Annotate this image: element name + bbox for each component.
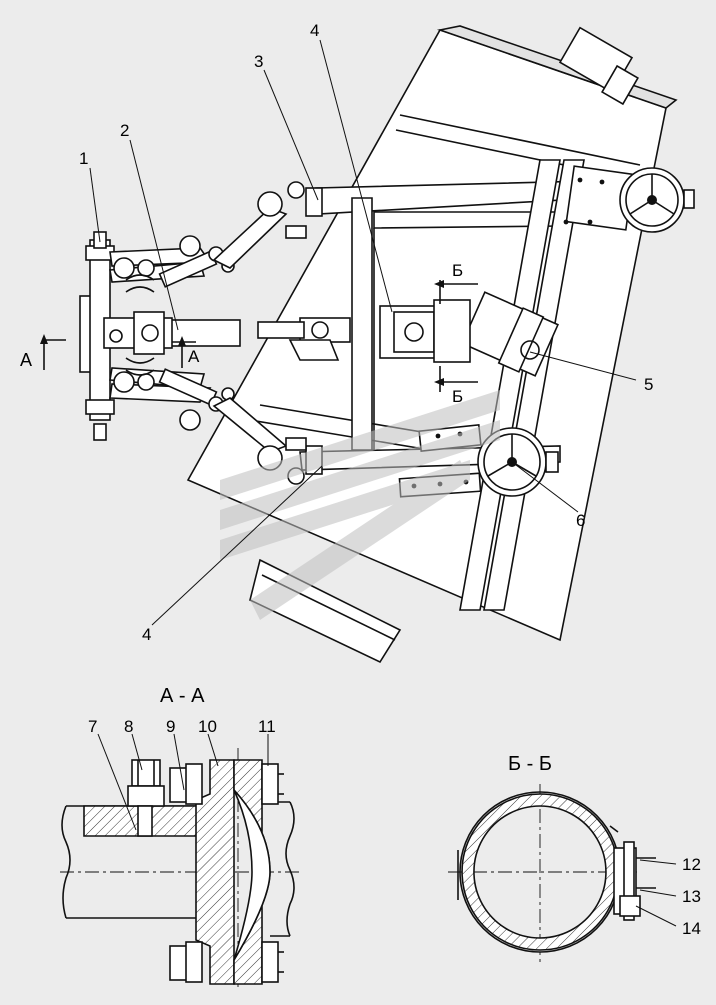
section-aa-title: А - А bbox=[160, 685, 205, 707]
callout-13: 13 bbox=[682, 887, 701, 906]
callout-9: 9 bbox=[166, 717, 175, 736]
section-a-right-mark: А bbox=[188, 347, 200, 366]
callout-12: 12 bbox=[682, 855, 701, 874]
callout-3: 3 bbox=[254, 52, 263, 71]
callout-6: 6 bbox=[576, 511, 585, 530]
callout-7: 7 bbox=[88, 717, 97, 736]
callout-14: 14 bbox=[682, 919, 701, 938]
callout-4-bottom: 4 bbox=[142, 625, 151, 644]
handwheel-upper bbox=[619, 167, 695, 233]
section-bb: Б - Б 12 13 14 bbox=[448, 753, 701, 962]
callout-10: 10 bbox=[198, 717, 217, 736]
section-bb-title: Б - Б bbox=[508, 753, 552, 775]
section-b-bottom-mark: Б bbox=[452, 387, 463, 406]
callout-5: 5 bbox=[644, 375, 653, 394]
callout-4-top: 4 bbox=[310, 21, 319, 40]
section-a-left-mark: А bbox=[20, 350, 32, 370]
callout-1: 1 bbox=[79, 149, 88, 168]
pto-shaft bbox=[169, 299, 471, 363]
section-b-marks bbox=[434, 280, 478, 392]
callout-2: 2 bbox=[120, 121, 129, 140]
callout-8: 8 bbox=[124, 717, 133, 736]
hitch-assembly bbox=[79, 181, 323, 485]
section-a-marks bbox=[40, 334, 196, 370]
watermark-logo bbox=[220, 390, 500, 620]
callout-11: 11 bbox=[258, 717, 276, 736]
section-aa: А - А 7 bbox=[60, 685, 300, 990]
leader-lines bbox=[89, 39, 637, 626]
section-b-top-mark: Б bbox=[452, 261, 463, 280]
cylinder-5 bbox=[461, 291, 559, 377]
main-view: А А Б Б 1 2 3 4 4 5 6 bbox=[20, 21, 695, 664]
